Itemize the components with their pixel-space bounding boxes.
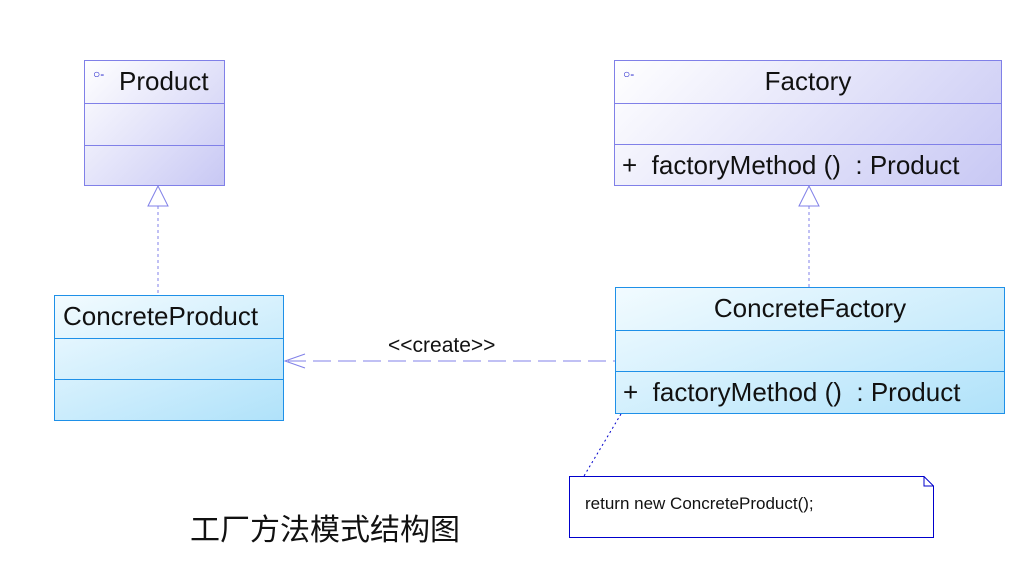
- class-product-name: Product: [119, 66, 209, 96]
- create-stereotype-label: <<create>>: [388, 334, 496, 357]
- interface-lollipop-icon: ○-: [623, 67, 635, 81]
- note-shape: [569, 476, 934, 538]
- note-anchor-line: [583, 413, 622, 477]
- realization-arrowhead-factory: [798, 184, 820, 207]
- create-dependency-arrowhead: [283, 353, 306, 369]
- note[interactable]: return new ConcreteProduct();: [569, 476, 934, 538]
- class-concrete-factory-attributes: [616, 330, 1004, 371]
- class-concrete-product[interactable]: ConcreteProduct: [54, 295, 284, 421]
- class-concrete-factory[interactable]: ConcreteFactory + factoryMethod () : Pro…: [615, 287, 1005, 414]
- operation-factory-method: + factoryMethod () : Product: [622, 150, 960, 180]
- note-text: return new ConcreteProduct();: [585, 494, 814, 513]
- operation-factory-method: + factoryMethod () : Product: [623, 377, 961, 407]
- interface-lollipop-icon: ○-: [93, 67, 105, 81]
- class-concrete-factory-name: ConcreteFactory: [713, 293, 907, 323]
- class-concrete-product-attributes: [55, 338, 283, 379]
- class-concrete-factory-operations: + factoryMethod () : Product: [616, 371, 1004, 413]
- class-concrete-product-header: ConcreteProduct: [55, 296, 283, 338]
- class-concrete-factory-header: ConcreteFactory: [616, 288, 1004, 330]
- diagram-title: 工厂方法模式结构图: [190, 513, 460, 548]
- class-product-operations: [85, 145, 224, 185]
- realization-arrowhead-product: [147, 184, 169, 207]
- class-concrete-product-operations: [55, 379, 283, 420]
- class-factory-attributes: [615, 103, 1001, 144]
- class-concrete-product-name: ConcreteProduct: [63, 301, 259, 331]
- class-factory-header: ○- Factory: [615, 61, 1001, 103]
- class-product-attributes: [85, 103, 224, 145]
- class-factory-operations: + factoryMethod () : Product: [615, 144, 1001, 185]
- class-product-header: ○- Product: [85, 61, 224, 103]
- class-factory-name: Factory: [764, 66, 852, 96]
- class-product[interactable]: ○- Product: [84, 60, 225, 186]
- class-factory[interactable]: ○- Factory + factoryMethod () : Product: [614, 60, 1002, 186]
